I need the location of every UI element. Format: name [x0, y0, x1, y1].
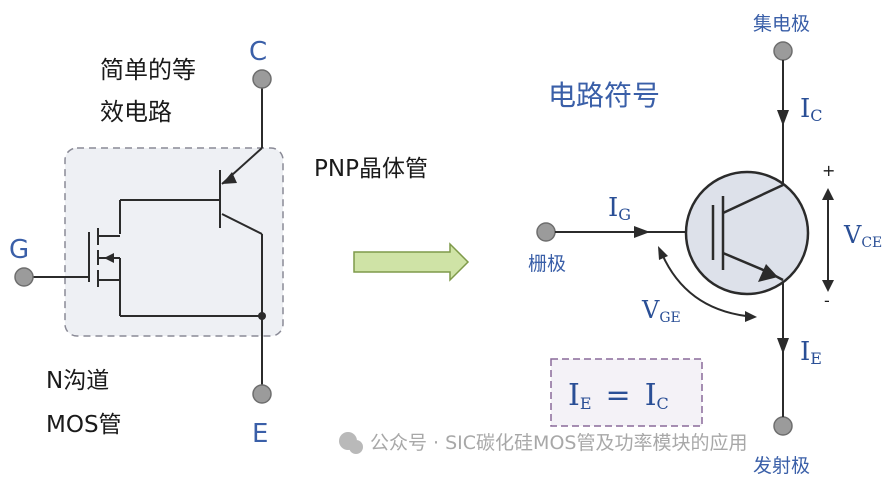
vce-label: VCE — [843, 221, 882, 251]
ie-arrow-icon — [777, 338, 789, 354]
transform-arrow-icon — [353, 242, 470, 282]
terminal-c-label: C — [249, 37, 267, 67]
terminal-e-label: E — [252, 419, 268, 449]
pnp-arrow-icon — [222, 172, 237, 184]
wechat-icon — [339, 432, 363, 454]
equiv-title-line2: 效电路 — [100, 98, 172, 126]
minus-sign: - — [824, 291, 830, 310]
symbol-gate-terminal-icon — [536, 222, 556, 242]
symbol-title: 电路符号 — [548, 79, 660, 112]
emitter-label: 发射极 — [753, 455, 810, 477]
vge-label: VGE — [641, 296, 681, 326]
symbol-emitter-terminal-icon — [773, 416, 793, 436]
emitter-terminal-icon — [252, 384, 272, 404]
gate-label: 栅极 — [528, 253, 566, 275]
collector-terminal-icon — [252, 69, 272, 89]
vge-arrow-end-icon — [745, 311, 757, 322]
vce-arrow-up-icon — [822, 188, 834, 200]
watermark-text: 公众号 · SIC碳化硅MOS管及功率模块的应用 — [370, 432, 747, 454]
equivalent-circuit-wires — [30, 86, 263, 385]
ic-arrow-icon — [777, 110, 789, 126]
ig-label: IG — [608, 193, 631, 224]
junction-dot — [258, 312, 266, 320]
collector-label: 集电极 — [753, 13, 810, 35]
vge-arrow-start-icon — [658, 246, 668, 260]
nmos-label-line1: N沟道 — [46, 368, 109, 394]
ic-label: IC — [800, 94, 823, 125]
mosfet-arrow-icon — [104, 253, 114, 263]
vce-arrow-down-icon — [822, 280, 834, 292]
equation-box — [550, 358, 703, 427]
pnp-label: PNP晶体管 — [314, 156, 428, 182]
plus-sign: + — [822, 161, 835, 180]
ie-label: IE — [800, 337, 822, 368]
ig-arrow-icon — [634, 226, 650, 238]
igbt-emitter-arrow-icon — [758, 264, 778, 282]
equation-text: IE=IC — [568, 378, 669, 413]
symbol-collector-terminal-icon — [773, 41, 793, 61]
igbt-symbol-circle-icon — [684, 170, 810, 296]
terminal-g-label: G — [9, 235, 29, 265]
nmos-label-line2: MOS管 — [46, 412, 122, 438]
gate-terminal-icon — [14, 267, 34, 287]
equiv-title-line1: 简单的等 — [100, 56, 196, 84]
vge-curve — [661, 253, 747, 317]
